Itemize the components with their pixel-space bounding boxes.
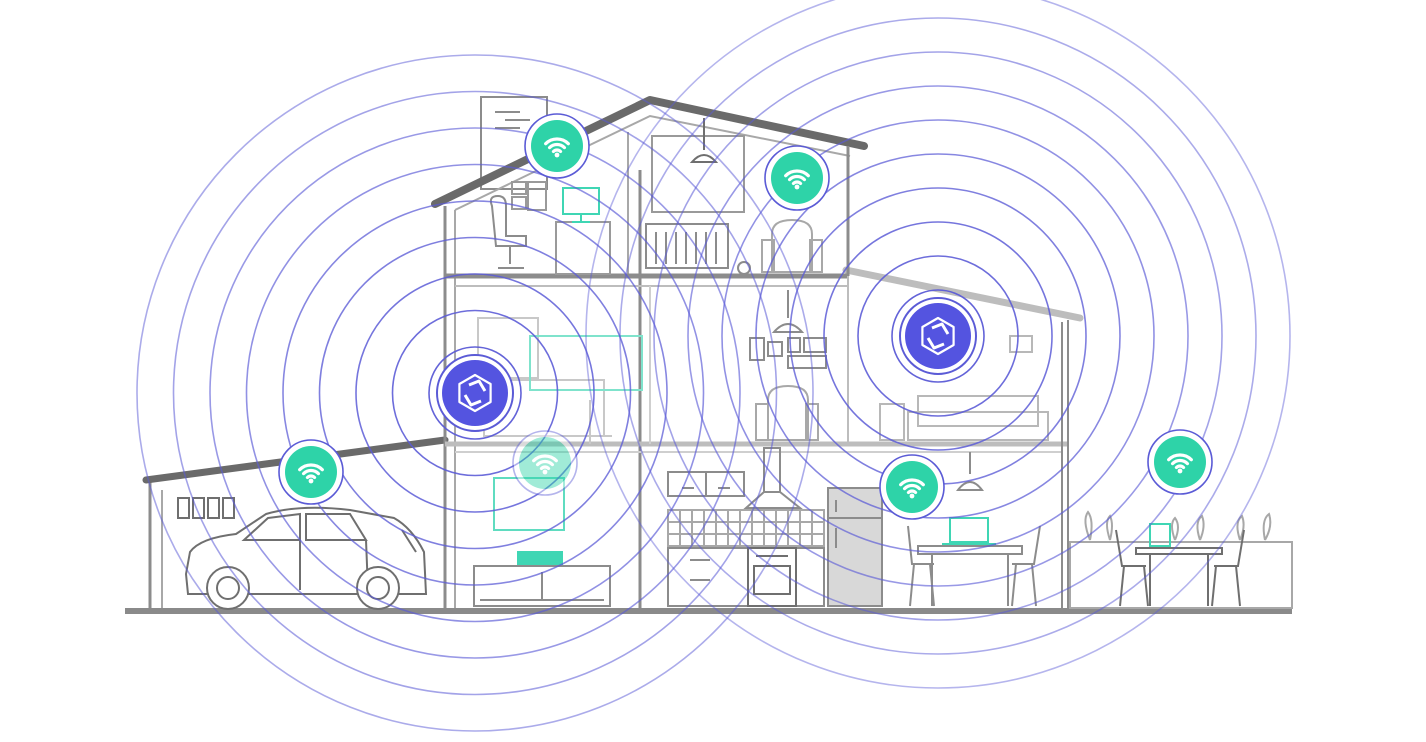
mesh-router-logo-icon: [921, 316, 955, 356]
garage-window: [177, 497, 235, 519]
dining-laptop: [949, 517, 989, 543]
set-top-box: [517, 551, 563, 565]
mesh-router-logo-icon: [458, 373, 492, 413]
wifi-node-disc: [519, 437, 571, 489]
signal-ring: [619, 17, 1257, 655]
picture-frames: [749, 337, 827, 369]
wifi-node-dining[interactable]: [879, 454, 945, 520]
signal-ring: [687, 85, 1189, 587]
signal-ring: [653, 51, 1223, 621]
range-hood: [743, 447, 803, 509]
tv-screen-upper: [529, 335, 643, 391]
patio-tablet: [1149, 523, 1171, 547]
backsplash-tiles: [667, 509, 825, 547]
wifi-node-patio[interactable]: [1147, 429, 1213, 495]
roof-left: [431, 96, 868, 208]
sofa: [879, 395, 1049, 441]
wifi-icon: [544, 137, 570, 158]
dining-table: [917, 545, 1023, 555]
signal-ring: [721, 119, 1155, 553]
signal-ring: [857, 255, 1019, 417]
signal-ring: [428, 346, 522, 440]
house-structure: [125, 96, 1293, 614]
signal-ring: [585, 0, 1291, 689]
wifi-node-halo: [512, 430, 578, 496]
signal-ring: [209, 127, 741, 659]
wifi-node-garage[interactable]: [278, 439, 344, 505]
attic-office: [489, 181, 611, 275]
signal-ring: [823, 221, 1053, 451]
tv-screen-lower: [493, 477, 565, 531]
wifi-icon: [784, 169, 810, 190]
signal-ring: [245, 163, 705, 623]
lower-cabinets: [667, 547, 825, 607]
mesh-router-right[interactable]: [899, 297, 977, 375]
pendant-lamp: [771, 290, 805, 333]
signal-ring: [891, 289, 985, 383]
wifi-icon: [532, 454, 558, 475]
wifi-node-nursery[interactable]: [764, 145, 830, 211]
wifi-node-attic[interactable]: [524, 113, 590, 179]
wifi-icon: [899, 478, 925, 499]
signal-ring: [172, 90, 778, 696]
signal-ring: [282, 200, 668, 586]
patio-planter: [1069, 510, 1293, 609]
office-chair: [489, 194, 527, 269]
signal-ring: [391, 309, 559, 477]
attic-monitor: [562, 187, 600, 215]
wifi-node-living-room[interactable]: [512, 430, 578, 496]
roof-right: [842, 266, 1084, 322]
crib: [645, 223, 729, 269]
living-room-upper: [749, 290, 1049, 441]
patio-dining: [1115, 523, 1245, 607]
kitchen: [667, 447, 883, 607]
ground-line: [125, 608, 1292, 614]
refrigerator: [827, 487, 883, 607]
car: [184, 506, 428, 610]
dining-room: [907, 452, 1041, 607]
signal-ring: [136, 54, 814, 732]
mesh-router-left[interactable]: [436, 354, 514, 432]
dining-chair-right: [1011, 525, 1041, 607]
tv-stand: [473, 565, 611, 607]
tv-room: [473, 477, 611, 607]
signal-ring: [755, 153, 1121, 519]
dining-chair-left: [907, 525, 935, 607]
wifi-icon: [1167, 453, 1193, 474]
signal-rings-left: [136, 54, 814, 732]
signal-rings-right: [585, 0, 1291, 689]
signal-ring: [355, 273, 595, 513]
wifi-nodes: [278, 113, 1213, 520]
wifi-icon: [298, 463, 324, 484]
dining-lamp: [955, 452, 985, 491]
signal-ring: [318, 236, 632, 550]
